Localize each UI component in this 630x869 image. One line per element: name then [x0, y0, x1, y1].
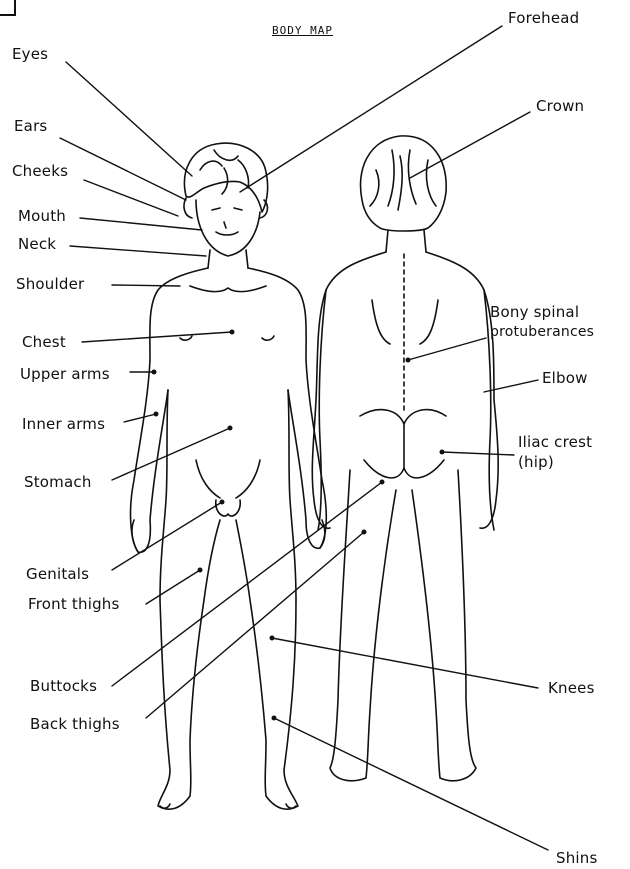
label-genitals: Genitals — [26, 566, 89, 583]
label-stomach: Stomach — [24, 474, 92, 491]
label-buttocks: Buttocks — [30, 678, 97, 695]
label-iliac-line2: (hip) — [518, 454, 554, 471]
label-upper-arms: Upper arms — [20, 366, 110, 383]
label-shins: Shins — [556, 850, 598, 867]
label-back-thighs: Back thighs — [30, 716, 120, 733]
label-cheeks: Cheeks — [12, 163, 68, 180]
label-knees: Knees — [548, 680, 595, 697]
label-ears: Ears — [14, 118, 47, 135]
label-neck: Neck — [18, 236, 56, 253]
back-figure — [312, 136, 498, 781]
label-chest: Chest — [22, 334, 66, 351]
label-crown: Crown — [536, 98, 584, 115]
label-forehead: Forehead — [508, 10, 579, 27]
label-mouth: Mouth — [18, 208, 66, 225]
label-shoulder: Shoulder — [16, 276, 84, 293]
label-bony-spinal-line1: Bony spinal — [490, 304, 579, 321]
leader-lines — [60, 26, 548, 850]
front-figure — [131, 143, 327, 809]
label-eyes: Eyes — [12, 46, 48, 63]
label-iliac-line1: Iliac crest — [518, 434, 592, 451]
label-elbow: Elbow — [542, 370, 588, 387]
label-front-thighs: Front thighs — [28, 596, 120, 613]
label-bony-spinal-line2: protuberances — [490, 324, 594, 341]
label-inner-arms: Inner arms — [22, 416, 105, 433]
